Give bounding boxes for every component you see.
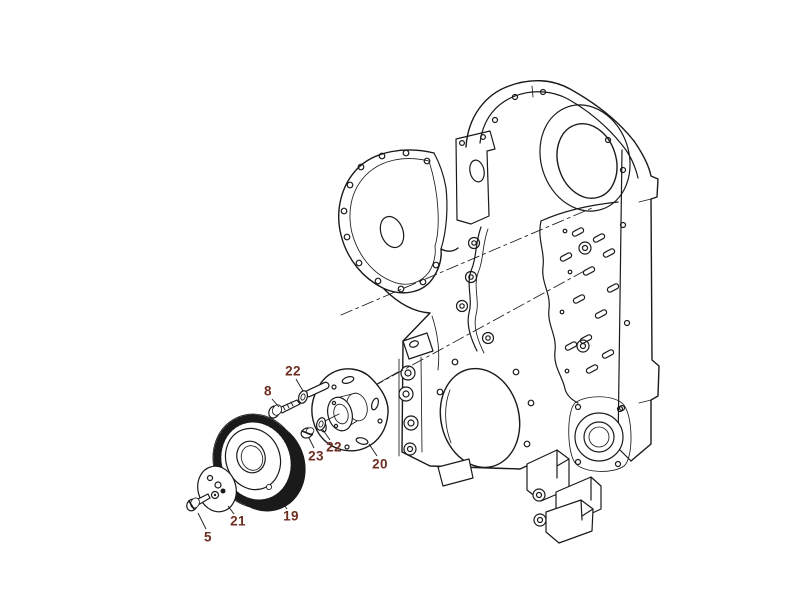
callout-label-20: 20 — [372, 456, 388, 472]
callout-label-23: 23 — [308, 448, 324, 464]
leader-line-23 — [308, 437, 315, 449]
leader-line-21 — [227, 505, 235, 515]
callout-label-21: 21 — [230, 513, 246, 529]
callout-label-5: 5 — [204, 529, 212, 545]
timing-gear-part-19 — [212, 413, 306, 512]
crank-seal-boss — [568, 396, 632, 472]
callout-label-19: 19 — [283, 508, 299, 524]
leader-line-20 — [368, 443, 378, 457]
callout-label-22: 22 — [326, 439, 342, 455]
bolt-part-8 — [268, 381, 330, 419]
washer-part-22-lower — [315, 413, 340, 431]
timing-case-housing — [338, 79, 660, 544]
leader-line-19 — [279, 498, 288, 510]
mounting-feet — [437, 449, 602, 544]
bolt-part-5 — [186, 493, 211, 512]
leader-line-5 — [197, 512, 207, 530]
callout-label-8: 8 — [264, 383, 272, 399]
screw-part-23 — [300, 427, 315, 439]
leader-line-22 — [295, 378, 304, 392]
leader-line-8 — [271, 398, 280, 408]
thrust-plate-part-21 — [197, 465, 237, 513]
stud-bolts — [559, 227, 620, 374]
washer-part-22-upper — [297, 390, 309, 404]
leader-line-22 — [322, 429, 331, 441]
callout-label-22: 22 — [285, 363, 301, 379]
